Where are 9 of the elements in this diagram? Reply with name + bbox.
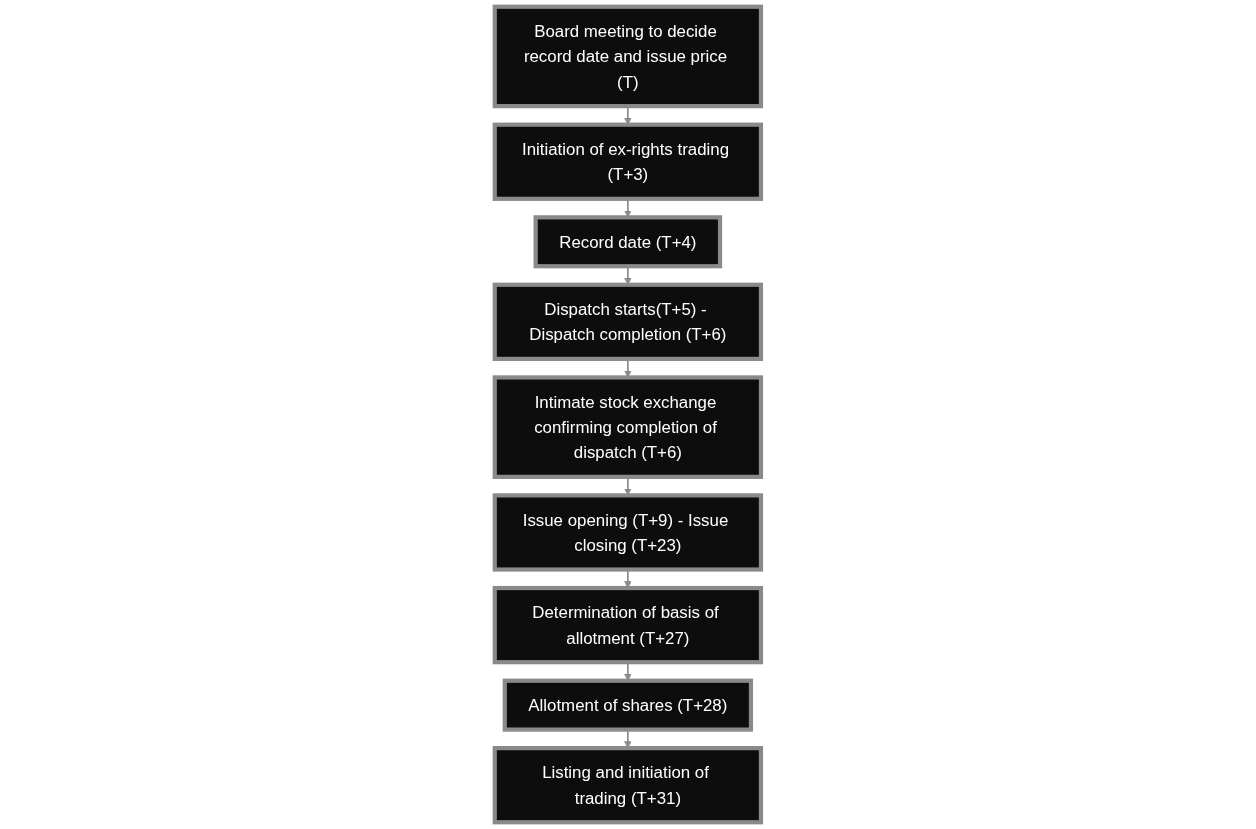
node-box: Dispatch starts(T+5) - Dispatch completion (T+6) [492, 282, 764, 361]
node-box: Determination of basis of allotment (T+27) [492, 585, 764, 665]
node-box: Allotment of shares (T+28) [502, 678, 754, 732]
node-box: Intimate stock exchange confirming completion of dispatch (T+6) [492, 375, 764, 479]
node-box: Issue opening (T+9) - Issue closing (T+23) [492, 493, 764, 572]
node-box: Initiation of ex-rights trading (T+3) [492, 122, 764, 201]
node-box: Record date (T+4) [533, 215, 723, 269]
node-box: Board meeting to decide record date and issue price (T) [492, 4, 764, 109]
node-box: Listing and initiation of trading (T+31) [492, 746, 764, 825]
